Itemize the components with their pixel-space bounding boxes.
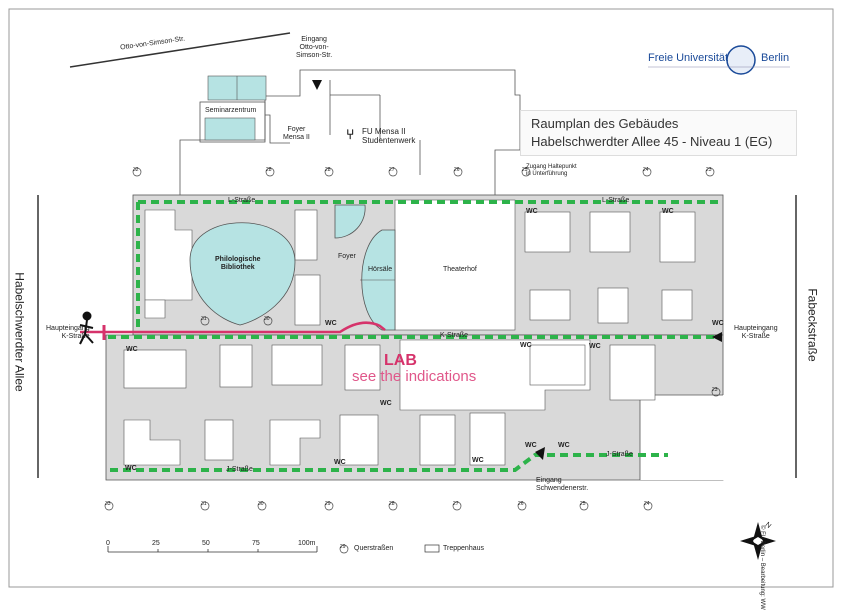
cross-street-number: 28	[266, 167, 272, 173]
cross-street-number: 26	[454, 167, 460, 173]
cross-street-number: 31	[201, 501, 207, 507]
cross-street-number: 28	[325, 167, 331, 173]
cross-street-number: 28	[389, 501, 395, 507]
label-foyer: Foyer	[338, 253, 356, 260]
street-line-otto	[69, 32, 291, 68]
cross-street-markers	[104, 167, 721, 554]
fu-seal-icon	[726, 45, 756, 75]
entrance-arrow-schwendener	[535, 447, 545, 460]
label-bibliothek: Philologische Bibliothek	[215, 256, 261, 272]
entrance-arrow-right	[712, 332, 722, 342]
scale-tick: 75	[252, 540, 260, 547]
institution-city: Berlin	[761, 52, 790, 64]
wc-label: WC	[472, 457, 484, 464]
cross-street-number: 32	[133, 167, 139, 173]
corridors	[108, 200, 718, 472]
cross-street-number: 25	[522, 167, 528, 173]
entrance-arrow-otto	[312, 80, 322, 90]
scale-bar	[107, 546, 318, 553]
cross-street-number: 27	[453, 501, 459, 507]
map-border	[8, 8, 834, 588]
library-room	[189, 222, 296, 326]
lab-label: LAB	[384, 352, 417, 369]
wc-label: WC	[589, 343, 601, 350]
pedestrian-icon	[79, 311, 94, 345]
legend-treppenhaus: Treppenhaus	[443, 545, 484, 552]
label-foyer-mensa: Foyer Mensa II	[283, 126, 310, 142]
label-seminarzentrum: Seminarzentrum	[205, 107, 257, 114]
seminarzentrum-room	[204, 117, 256, 141]
cross-street-number: 29	[325, 501, 331, 507]
scale-tick: 0	[106, 540, 110, 547]
label-zugang: Zugang Haltepunkt in Unterführung	[526, 164, 577, 177]
label-hoersaele: Hörsäle	[368, 266, 393, 273]
courtyards-south	[123, 339, 656, 466]
cross-street-number: 33	[105, 501, 111, 507]
cross-street-number: 23	[712, 387, 718, 393]
street-right: Fabeckstraße	[805, 288, 820, 362]
plan-title-line1: Raumplan des Gebäudes	[531, 116, 679, 131]
street-left: Habelschwerdter Allee	[12, 272, 27, 392]
legend-stair-icon	[424, 544, 440, 553]
entrance-main-left: Haupteingang K-Straße	[46, 325, 90, 341]
courtyards-north	[144, 199, 696, 331]
corridor-l2-label: L-Straße	[602, 197, 630, 204]
copyright: © FU Berlin – Bearbeitung: WW	[759, 525, 765, 610]
corridor-j2-label: J-Straße	[606, 451, 633, 458]
entrance-main-right: Haupteingang K-Straße	[734, 325, 778, 341]
cross-street-number: 30	[264, 316, 270, 322]
wc-label: WC	[525, 442, 537, 449]
wc-label: WC	[558, 442, 570, 449]
wc-label: WC	[662, 208, 674, 215]
cross-street-number: 30	[258, 501, 264, 507]
plan-title-line2: Habelschwerdter Allee 45 - Niveau 1 (EG)	[531, 134, 773, 149]
cross-street-number: 26	[518, 501, 524, 507]
corridor-j-label: J-Straße	[226, 466, 253, 473]
cross-street-number: 24	[644, 501, 650, 507]
lab-note: see the indications	[352, 368, 477, 385]
cross-street-number: 25	[580, 501, 586, 507]
scale-tick: 100m	[298, 540, 316, 547]
foyer-room	[334, 204, 366, 239]
wc-label: WC	[712, 320, 724, 327]
compass-icon	[740, 522, 776, 560]
scale-tick: 50	[202, 540, 210, 547]
wc-label: WC	[126, 346, 138, 353]
plan-title-box: Raumplan des Gebäudes Habelschwerdter Al…	[520, 110, 797, 156]
cross-street-number: 31	[201, 316, 207, 322]
wc-label: WC	[380, 400, 392, 407]
wc-label: WC	[526, 208, 538, 215]
restaurant-icon: ⑂	[346, 126, 355, 142]
wc-label: WC	[125, 465, 137, 472]
cross-street-number: 27	[389, 167, 395, 173]
cross-street-number: 23	[706, 167, 712, 173]
corridor-k-label: K-Straße	[440, 332, 469, 339]
institution-name: Freie Universität	[648, 52, 729, 64]
legend-cross-street-icon: 29	[340, 544, 346, 550]
wc-label: WC	[520, 342, 532, 349]
label-fu-mensa: FU Mensa II Studentenwerk	[362, 127, 416, 146]
scale-tick: 25	[152, 540, 160, 547]
corridor-l-label: L-Straße	[228, 197, 256, 204]
wc-label: WC	[325, 320, 337, 327]
entrance-schwendener: Eingang Schwendenerstr.	[536, 477, 589, 493]
legend-querstrassen: Querstraßen	[354, 545, 394, 552]
floor-plan-map	[8, 8, 834, 588]
entrance-otto: Eingang Otto-von- Simson-Str.	[296, 36, 333, 60]
cross-street-number: 24	[643, 167, 649, 173]
route-to-lab	[80, 321, 386, 334]
label-theaterhof: Theaterhof	[443, 266, 477, 273]
wc-label: WC	[334, 459, 346, 466]
